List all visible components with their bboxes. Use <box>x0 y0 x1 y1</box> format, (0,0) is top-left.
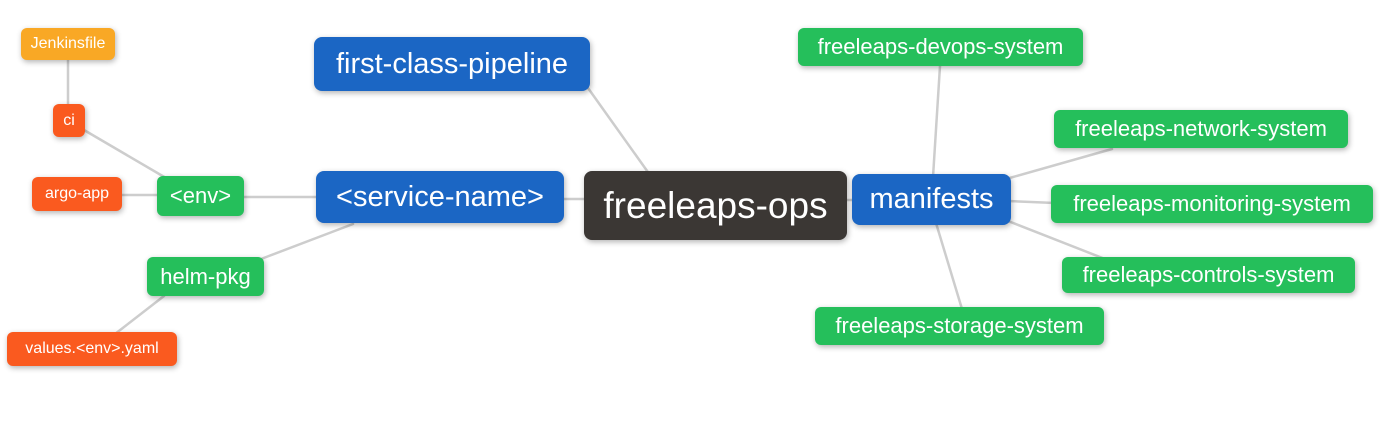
edge-manifests-storage-system <box>934 221 964 311</box>
edge-first-class-pipeline-ops <box>586 86 652 177</box>
node-manifests[interactable]: manifests <box>852 174 1011 225</box>
node-jenkinsfile[interactable]: Jenkinsfile <box>21 28 115 60</box>
node-freeleaps-monitoring-system[interactable]: freeleaps-monitoring-system <box>1051 185 1373 223</box>
edge-helm-pkg-service-name <box>259 222 355 261</box>
node-service-name[interactable]: <service-name> <box>316 171 564 223</box>
node-ci[interactable]: ci <box>53 104 85 137</box>
edge-ci-env <box>82 128 168 180</box>
node-freeleaps-ops-root[interactable]: freeleaps-ops <box>584 171 847 240</box>
node-env[interactable]: <env> <box>157 176 244 216</box>
node-argo-app[interactable]: argo-app <box>32 177 122 211</box>
edge-manifests-devops-system <box>931 64 942 179</box>
node-freeleaps-network-system[interactable]: freeleaps-network-system <box>1054 110 1348 148</box>
edge-manifests-monitoring-system <box>1006 199 1057 205</box>
node-helm-pkg[interactable]: helm-pkg <box>147 257 264 296</box>
edge-values-helm-pkg <box>113 294 166 336</box>
node-values-env-yaml[interactable]: values.<env>.yaml <box>7 332 177 366</box>
node-first-class-pipeline[interactable]: first-class-pipeline <box>314 37 590 91</box>
edge-manifests-controls-system <box>1006 219 1107 261</box>
node-freeleaps-storage-system[interactable]: freeleaps-storage-system <box>815 307 1104 345</box>
node-freeleaps-controls-system[interactable]: freeleaps-controls-system <box>1062 257 1355 293</box>
node-freeleaps-devops-system[interactable]: freeleaps-devops-system <box>798 28 1083 66</box>
edge-manifests-network-system <box>1004 147 1114 181</box>
